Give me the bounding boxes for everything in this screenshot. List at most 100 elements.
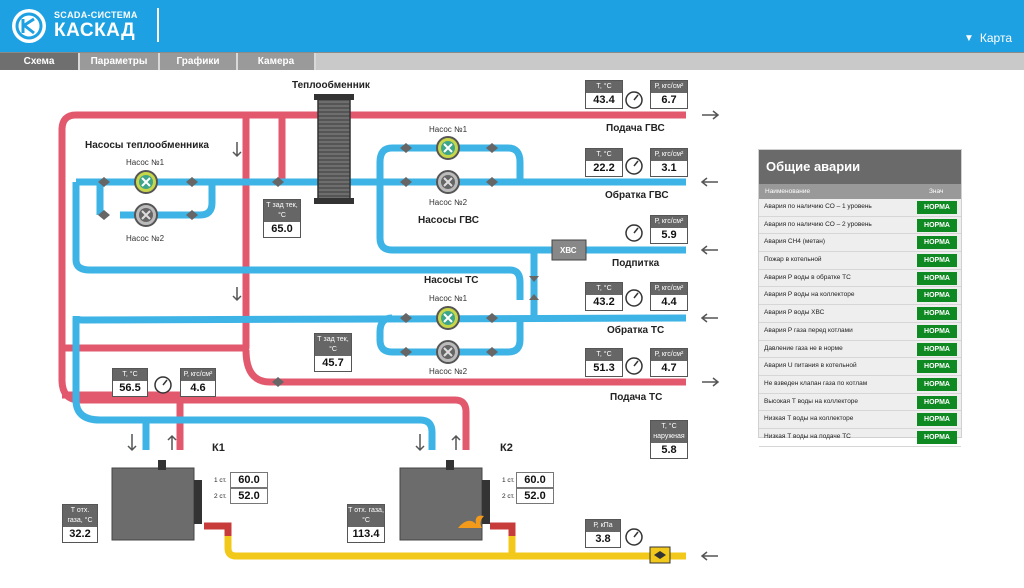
heat-exchanger — [314, 94, 354, 204]
line-podacha-gvs: Подача ГВС — [606, 123, 665, 134]
boiler-k1-label: К1 — [212, 442, 225, 454]
line-podacha-ts: Подача ТС — [610, 392, 663, 403]
k2-stage1-label: 1 ст. — [502, 477, 515, 484]
tab-bar: Схема Параметры Графики Камера — [0, 52, 1024, 70]
flame-icon — [458, 515, 484, 528]
alarm-name: Низкая Т воды на коллекторе — [764, 415, 854, 423]
cold-pipes — [72, 144, 687, 450]
gas-valve-icon — [649, 546, 671, 564]
cold-water-label: ХВС — [560, 246, 577, 255]
alarm-status-badge: НОРМА — [917, 289, 957, 303]
alarm-name: Авария Р воды на коллекторе — [764, 291, 855, 299]
alarm-row: Пожар в котельной НОРМА — [759, 252, 961, 270]
alarm-name: Пожар в котельной — [764, 256, 822, 264]
alarm-row: Авария по наличию СО – 2 уровень НОРМА — [759, 217, 961, 235]
alarm-name: Авария по наличию СО – 1 уровень — [764, 203, 872, 210]
logo-subtitle: SCADA-СИСТЕМА — [54, 10, 138, 20]
alarm-status-badge: НОРМА — [917, 413, 957, 427]
he-pump1-label: Насос №1 — [126, 158, 165, 167]
line-obratka-ts: Обратка ТС — [607, 325, 665, 336]
gvs-pump2-label: Насос №2 — [429, 198, 468, 207]
k1-stage2-value: 52.0 — [230, 488, 268, 504]
tab-camera[interactable]: Камера — [238, 53, 316, 70]
alarm-name: Авария по наличию СО – 2 уровень — [764, 220, 872, 228]
alarm-name: Авария Р газа перед котлами — [764, 326, 853, 334]
gvs-pump1-label: Насос №1 — [429, 125, 468, 134]
alarm-status-badge: НОРМА — [917, 218, 957, 232]
k1-stage1-value: 60.0 — [230, 472, 268, 488]
alarm-name: Высокая Т воды на коллекторе — [764, 397, 859, 405]
boiler-k2-label: К2 — [500, 442, 513, 454]
line-obratka-gvs: Обратка ГВС — [605, 190, 669, 201]
ts-pump2-label: Насос №2 — [429, 367, 468, 376]
k2-stage1-value: 60.0 — [516, 472, 554, 488]
alarm-row: Высокая Т воды на коллекторе НОРМА — [759, 394, 961, 412]
alarm-row: Авария по наличию СО – 1 уровень НОРМА — [759, 199, 961, 217]
alarms-title: Общие аварии — [759, 150, 961, 184]
valve-icons — [98, 143, 539, 387]
cold-water-box — [551, 239, 587, 261]
boiler-k2 — [399, 460, 490, 541]
pump-icons — [134, 136, 460, 364]
alarm-name: Не взведен клапан газа по котлам — [764, 379, 868, 387]
alarm-name: Давление газа не в норме — [764, 344, 843, 352]
map-menu-button[interactable]: ▼ Карта — [964, 31, 1012, 45]
tab-parameters[interactable]: Параметры — [80, 53, 160, 70]
alarm-status-badge: НОРМА — [917, 201, 957, 214]
pumps-gvs-title: Насосы ГВС — [418, 215, 479, 226]
alarm-status-badge: НОРМА — [917, 254, 957, 268]
pumps-ts-title: Насосы ТС — [424, 275, 479, 286]
tab-scheme[interactable]: Схема — [0, 53, 80, 70]
gauge-needles — [162, 94, 639, 538]
alarm-status-badge: НОРМА — [917, 342, 957, 356]
alarm-row: Авария Р воды на коллекторе НОРМА — [759, 287, 961, 306]
alarms-header: Наименование Знач — [759, 184, 961, 199]
boiler-k1 — [111, 460, 202, 541]
alarm-row: Давление газа не в норме НОРМА — [759, 341, 961, 359]
k2-stage2-value: 52.0 — [516, 488, 554, 504]
alarm-row: Низкая Т воды на подаче ТС НОРМА — [759, 429, 961, 447]
heat-exchanger-label: Теплообменник — [292, 80, 370, 91]
flow-arrows — [127, 110, 720, 561]
alarms-panel: Общие аварии Наименование Знач Авария по… — [758, 149, 962, 447]
tab-charts[interactable]: Графики — [160, 53, 238, 70]
alarm-status-badge: НОРМА — [917, 395, 957, 409]
k1-stage2-label: 2 ст. — [214, 493, 227, 500]
line-podpitka: Подпитка — [612, 258, 660, 269]
header-bar: SCADA-СИСТЕМА КАСКАД ▼ Карта — [0, 0, 1024, 52]
k1-stage1-label: 1 ст. — [214, 477, 227, 484]
pumps-he-title: Насосы теплообменника — [85, 140, 209, 151]
logo-title: КАСКАД — [54, 20, 136, 41]
alarm-row: Низкая Т воды на коллекторе НОРМА — [759, 411, 961, 429]
alarms-col-value: Знач — [929, 188, 944, 195]
alarm-status-badge: НОРМА — [917, 236, 957, 250]
alarm-name: Авария СН4 (метан) — [764, 238, 826, 246]
map-menu-label: Карта — [979, 31, 1012, 45]
chevron-down-icon: ▼ — [963, 32, 974, 44]
alarm-status-badge: НОРМА — [917, 271, 957, 285]
alarm-name: Низкая Т воды на подаче ТС — [764, 432, 851, 440]
alarm-status-badge: НОРМА — [917, 430, 957, 444]
